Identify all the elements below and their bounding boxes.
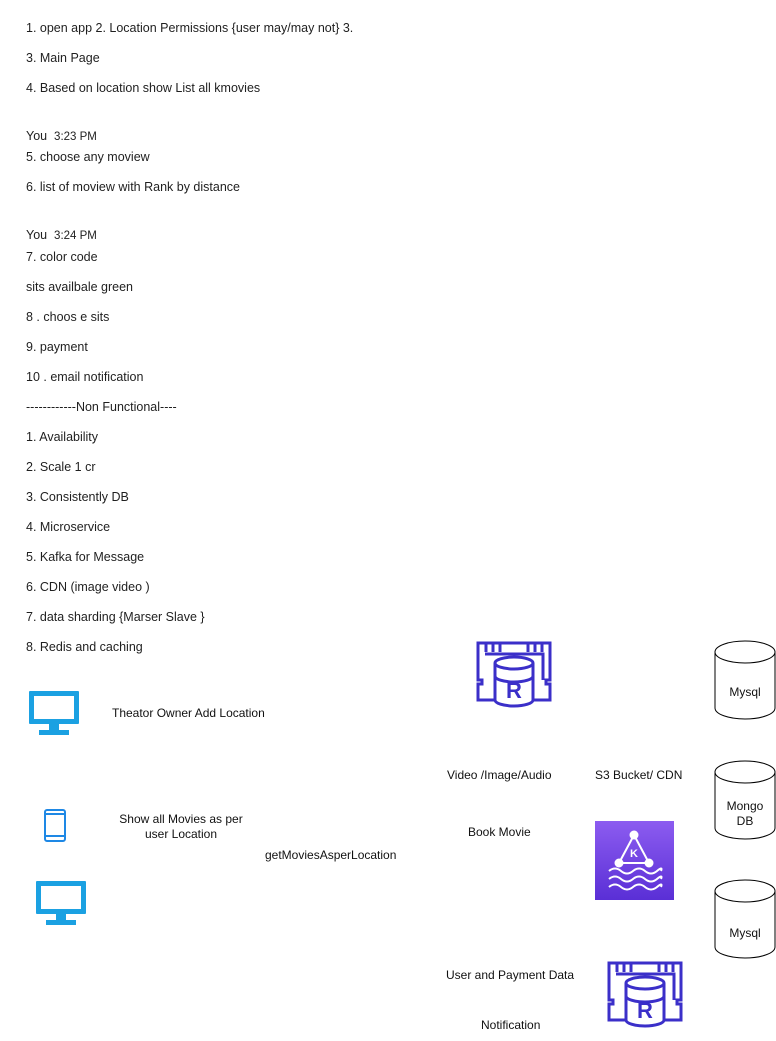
- note-line: 7. color code: [26, 250, 98, 264]
- chat-meta: You 3:24 PM: [26, 228, 97, 242]
- note-line: 6. list of moview with Rank by distance: [26, 180, 240, 194]
- chat-author: You: [26, 129, 48, 143]
- section-separator: ------------Non Functional----: [26, 400, 177, 414]
- monitor-icon[interactable]: [28, 690, 80, 736]
- chat-time: 3:24 PM: [54, 230, 97, 242]
- note-line: 3. Consistently DB: [26, 490, 129, 504]
- database-label: Mongo DB: [726, 799, 764, 828]
- note-line: 6. CDN (image video ): [26, 580, 150, 594]
- note-line: 5. Kafka for Message: [26, 550, 145, 564]
- database-label: Mysql: [729, 926, 761, 940]
- note-line: 1. Availability: [26, 430, 99, 444]
- video-label: Video /Image/Audio: [447, 768, 552, 782]
- redis-icon[interactable]: R: [607, 960, 683, 1028]
- note-line: 4. Based on location show List all kmovi…: [26, 81, 261, 95]
- redis-badge: R: [637, 998, 653, 1023]
- kafka-badge: K: [630, 848, 638, 860]
- chat-time: 3:23 PM: [54, 131, 97, 143]
- s3-label: S3 Bucket/ CDN: [595, 768, 683, 782]
- redis-badge: R: [506, 678, 522, 703]
- note-line: 10 . email notification: [26, 370, 144, 384]
- database-label: Mysql: [729, 685, 761, 699]
- chat-author: You: [26, 228, 48, 242]
- database-icon[interactable]: [714, 879, 776, 960]
- database-icon[interactable]: [714, 640, 776, 721]
- database-icon[interactable]: [714, 760, 776, 841]
- get-movies-label: getMoviesAsperLocation: [265, 848, 397, 862]
- chat-meta: You 3:23 PM: [26, 129, 97, 143]
- note-line: sits availbale green: [26, 280, 134, 294]
- show-movies-label: Show all Movies as per user Location: [119, 812, 243, 841]
- note-line: 3. Main Page: [26, 51, 100, 65]
- note-line: 5. choose any moview: [26, 150, 150, 164]
- theator-owner-label: Theator Owner Add Location: [112, 706, 265, 720]
- redis-icon[interactable]: R: [476, 640, 552, 708]
- note-line: 7. data sharding {Marser Slave }: [26, 610, 205, 624]
- notification-label: Notification: [481, 1018, 541, 1032]
- note-line: 8 . choos e sits: [26, 310, 110, 324]
- note-line: 8. Redis and caching: [26, 640, 143, 654]
- note-line: 4. Microservice: [26, 520, 111, 534]
- kafka-icon[interactable]: K: [595, 821, 674, 900]
- monitor-icon[interactable]: [35, 880, 87, 926]
- book-movie-label: Book Movie: [468, 825, 531, 839]
- note-line: 2. Scale 1 cr: [26, 460, 96, 474]
- phone-icon[interactable]: [44, 809, 66, 842]
- note-line: 9. payment: [26, 340, 88, 354]
- user-payment-label: User and Payment Data: [446, 968, 575, 982]
- note-line: 1. open app 2. Location Permissions {use…: [26, 21, 354, 35]
